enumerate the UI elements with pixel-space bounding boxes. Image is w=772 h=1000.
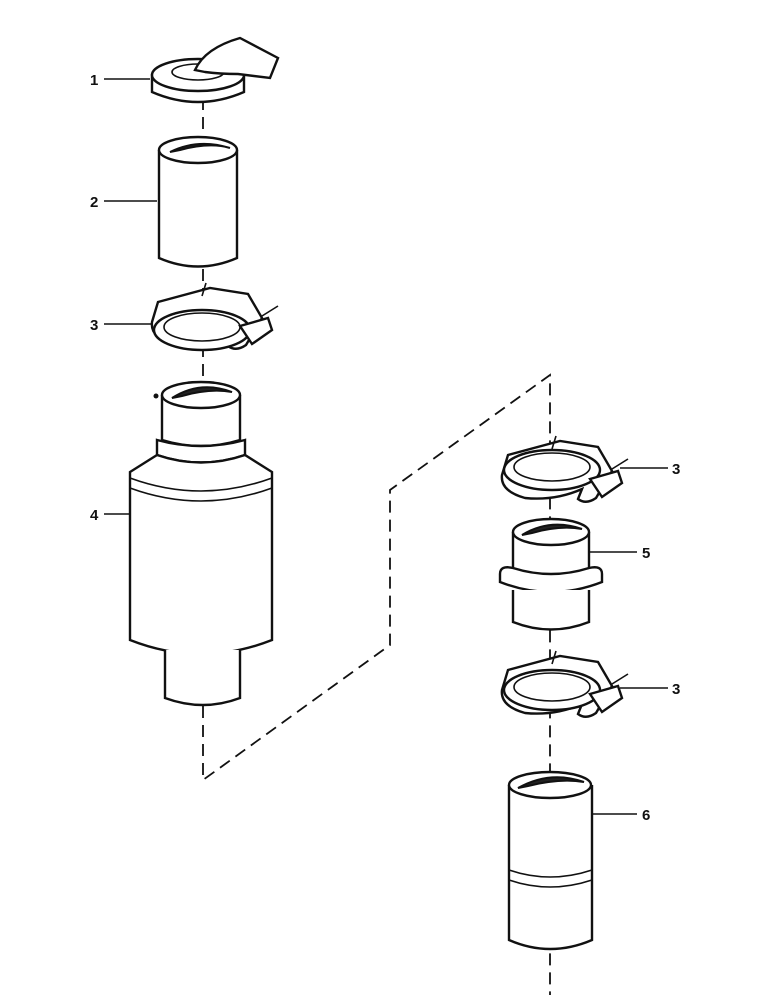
callout-5: 5 <box>642 545 650 562</box>
callout-3-upper: 3 <box>90 317 98 334</box>
callout-1: 1 <box>90 72 98 89</box>
callout-4: 4 <box>90 507 99 524</box>
part-2-tube[interactable] <box>157 135 239 268</box>
part-4-filter-housing[interactable] <box>128 380 274 707</box>
part-3-clamp-lower[interactable] <box>500 650 629 718</box>
part-6-lower-tube[interactable] <box>507 770 594 951</box>
callout-2: 2 <box>90 194 98 211</box>
callout-3-middle: 3 <box>672 461 680 478</box>
part-3-clamp-upper[interactable] <box>150 282 279 352</box>
part-1-rain-cap[interactable] <box>150 36 280 104</box>
part-5-adapter[interactable] <box>498 517 604 631</box>
callout-3-lower: 3 <box>672 681 680 698</box>
part-3-clamp-middle[interactable] <box>500 435 629 503</box>
callout-6: 6 <box>642 807 650 824</box>
